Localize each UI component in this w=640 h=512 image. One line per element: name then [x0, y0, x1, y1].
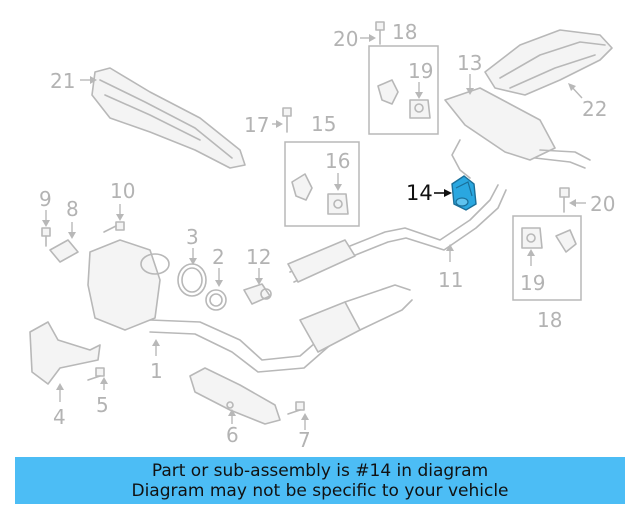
part-18-bracket-top[interactable]: [377, 79, 399, 105]
callout-19-top: 19: [408, 59, 433, 83]
part-11-intermediate-pipe[interactable]: [287, 184, 507, 283]
callout-9: 9: [39, 187, 52, 211]
callout-20-right: 20: [590, 192, 615, 216]
banner-line-2: Diagram may not be specific to your vehi…: [131, 480, 509, 501]
part-16-hanger[interactable]: [327, 193, 349, 215]
banner-line-1: Part or sub-assembly is #14 in diagram: [151, 460, 489, 481]
callout-14: 14: [406, 181, 433, 205]
part-18-bracket-bottom[interactable]: [555, 229, 577, 253]
callout-2: 2: [212, 245, 225, 269]
group-box-18-top: [368, 45, 439, 135]
callout-4: 4: [53, 405, 66, 429]
part-8-bracket[interactable]: [49, 239, 79, 263]
part-4-bracket[interactable]: [29, 321, 101, 385]
callout-8: 8: [66, 197, 79, 221]
part-19-hanger-top[interactable]: [409, 99, 431, 119]
part-9-bolt[interactable]: [41, 227, 51, 247]
callout-6: 6: [226, 423, 239, 447]
callout-20-top: 20: [333, 27, 358, 51]
callout-10: 10: [110, 179, 135, 203]
callout-3: 3: [186, 225, 199, 249]
part-15-bracket[interactable]: [291, 173, 313, 201]
part-1-front-pipe[interactable]: [149, 284, 413, 373]
group-box-18-bottom: [512, 215, 582, 301]
part-14-clamp[interactable]: [451, 175, 477, 211]
part-7-bolt[interactable]: [287, 401, 305, 415]
part-20-bolt-right[interactable]: [559, 187, 570, 213]
part-17-bolt[interactable]: [282, 107, 292, 133]
part-2-gasket[interactable]: [205, 289, 227, 311]
callout-11: 11: [438, 268, 463, 292]
callout-21: 21: [50, 69, 75, 93]
callout-16: 16: [325, 149, 350, 173]
callout-5: 5: [96, 393, 109, 417]
callout-15: 15: [311, 112, 336, 136]
callout-18-top: 18: [392, 20, 417, 44]
part-19-hanger-bottom[interactable]: [521, 227, 543, 249]
info-banner: Part or sub-assembly is #14 in diagram D…: [15, 457, 625, 504]
callout-18-bottom: 18: [537, 308, 562, 332]
part-20-bolt-top[interactable]: [375, 21, 385, 45]
part-6-heat-shield[interactable]: [189, 367, 281, 425]
group-box-15: [284, 141, 360, 227]
callout-7: 7: [298, 428, 311, 452]
callout-19-bottom: 19: [520, 271, 545, 295]
callout-12: 12: [246, 245, 271, 269]
callout-13: 13: [457, 51, 482, 75]
part-13-rear-muffler[interactable]: [444, 87, 591, 179]
part-21-heat-shield[interactable]: [91, 67, 246, 169]
part-10-bolt[interactable]: [103, 221, 125, 233]
part-converter-body[interactable]: [87, 239, 170, 331]
callout-1: 1: [150, 359, 163, 383]
part-22-heat-shield[interactable]: [484, 29, 613, 96]
callout-22: 22: [582, 97, 607, 121]
part-3-gasket[interactable]: [177, 263, 207, 297]
callout-17: 17: [244, 113, 269, 137]
part-5-bolt[interactable]: [87, 367, 105, 381]
exhaust-parts-diagram: 21 22 13 18 20 19 15 16: [29, 20, 615, 452]
part-12-clamp[interactable]: [243, 283, 272, 305]
